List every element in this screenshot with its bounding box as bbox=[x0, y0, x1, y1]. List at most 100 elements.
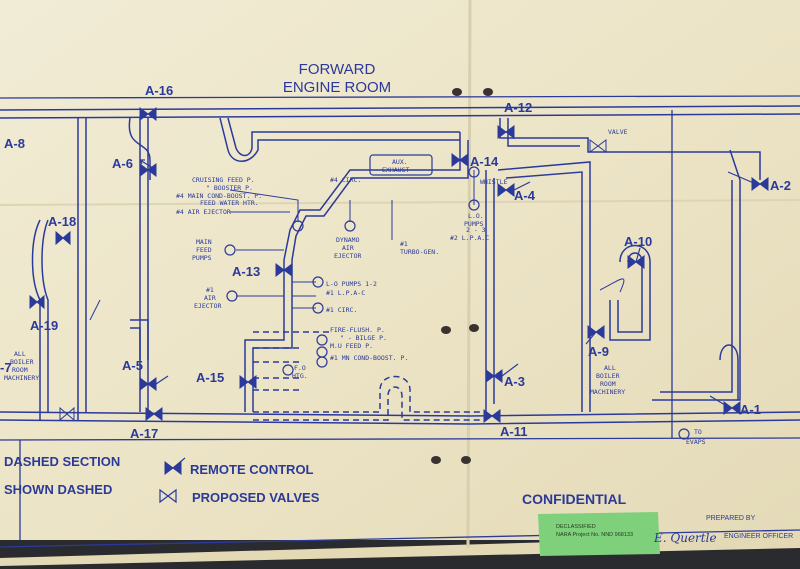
label-lo-pumps-2: PUMPS bbox=[464, 220, 484, 228]
label-boiler-r-1: ALL bbox=[604, 364, 616, 372]
valve-a11-icon bbox=[483, 409, 501, 423]
lo-pumps-symbol bbox=[468, 199, 480, 211]
title-forward: FORWARD bbox=[299, 61, 376, 78]
legend-proposed-icon bbox=[159, 488, 177, 504]
label-exhaust: EXHAUST bbox=[382, 166, 409, 174]
label-a16: A-16 bbox=[145, 83, 173, 98]
label-a19: A-19 bbox=[30, 318, 58, 333]
label-lo-pumps-1: L.O. bbox=[468, 212, 484, 220]
circ-1-symbol bbox=[312, 302, 324, 314]
label-boiler-l-2: BOILER bbox=[10, 358, 34, 366]
label-valve-pencil: VALVE bbox=[608, 128, 628, 136]
label-a10: A-10 bbox=[624, 234, 652, 249]
declassified-line2: NARA Project No. NND 968133 bbox=[556, 532, 633, 538]
valve-a1-icon bbox=[723, 401, 741, 415]
proposed-valve-left-icon bbox=[59, 406, 75, 422]
valve-a15-icon bbox=[239, 375, 257, 389]
legend-dashed-2: SHOWN DASHED bbox=[4, 482, 112, 497]
valve-a2-icon bbox=[751, 177, 769, 191]
label-to: TO bbox=[694, 428, 702, 436]
label-main-feed-1: MAIN bbox=[196, 238, 212, 246]
legend-dashed-1: DASHED SECTION bbox=[4, 454, 120, 469]
label-main-feed-3: PUMPS bbox=[192, 254, 212, 262]
label-feed-water: FEED WATER HTR. bbox=[200, 199, 259, 207]
label-aux: AUX. bbox=[392, 158, 408, 166]
label-lo-pumps-3: 2 - 3 bbox=[466, 226, 486, 234]
label-mu-feed: M.U FEED P. bbox=[330, 342, 373, 350]
valve-labels: A-8 A-16 A-6 A-18 A-19 A-5 A-17 A-13 A-1… bbox=[0, 83, 791, 441]
label-boiler-l-3: ROOM bbox=[12, 366, 28, 374]
label-mn-cond: #1 MN COND-BOOST. P. bbox=[330, 354, 408, 362]
label-a1: A-1 bbox=[740, 402, 761, 417]
label-turbo-2: TURBO-GEN. bbox=[400, 248, 439, 256]
valve-a5-icon bbox=[139, 377, 157, 391]
equipment-leaders bbox=[89, 170, 625, 321]
frame-lines bbox=[0, 95, 800, 548]
engineer-officer-label: ENGINEER OFFICER bbox=[724, 533, 793, 540]
label-a9: A-9 bbox=[588, 344, 609, 359]
valve-a3-icon bbox=[485, 369, 503, 383]
label-air-ej1-3: EJECTOR bbox=[194, 302, 221, 310]
label-a13: A-13 bbox=[232, 264, 260, 279]
whistle-symbol bbox=[468, 166, 480, 178]
label-evaps: EVAPS bbox=[686, 438, 706, 446]
label-a14: A-14 bbox=[470, 154, 499, 169]
label-main-feed-2: FEED bbox=[196, 246, 212, 254]
label-lpac-1: #1 L.P.A-C bbox=[326, 289, 365, 297]
label-lpac-2: #2 L.P.A.C bbox=[450, 234, 489, 242]
label-a7: -7 bbox=[0, 360, 12, 375]
valve-a18-icon bbox=[55, 230, 71, 246]
label-boiler-r-3: ROOM bbox=[600, 380, 616, 388]
label-turbo-1: #1 bbox=[400, 240, 408, 248]
air-ejector-1-symbol bbox=[226, 290, 238, 302]
label-a2: A-2 bbox=[770, 178, 791, 193]
label-fire-flush: FIRE-FLUSH. P. bbox=[330, 326, 385, 334]
dynamo-air-ejector-symbol bbox=[344, 220, 356, 232]
label-boiler-l-1: ALL bbox=[14, 350, 26, 358]
label-main-cond: #4 MAIN COND-BOOST. P. bbox=[176, 192, 262, 200]
paper-fold bbox=[466, 0, 472, 549]
label-a5: A-5 bbox=[122, 358, 143, 373]
label-htg: HTG. bbox=[292, 372, 308, 380]
fo-htg-symbol bbox=[282, 364, 294, 376]
prepared-by-label: PREPARED BY bbox=[706, 515, 756, 522]
valve-a4-icon bbox=[497, 183, 515, 197]
label-air-ejector-4: #4 AIR EJECTOR bbox=[176, 208, 231, 216]
label-a17: A-17 bbox=[130, 426, 158, 441]
valve-a17-icon bbox=[145, 407, 163, 421]
air-ejector-4-symbol bbox=[292, 220, 304, 232]
label-whistle: WHISTLE bbox=[480, 178, 507, 186]
mn-cond-symbol bbox=[316, 356, 328, 368]
label-a6: A-6 bbox=[112, 156, 133, 171]
label-dynamo-2: AIR bbox=[342, 244, 354, 252]
label-cruising-feed: CRUISING FEED P. bbox=[192, 176, 255, 184]
label-a11: A-11 bbox=[500, 424, 527, 439]
label-fo: F.O bbox=[294, 364, 306, 372]
valve-a14-icon bbox=[451, 153, 469, 167]
fire-flush-symbol bbox=[316, 334, 328, 346]
label-boiler-r-2: BOILER bbox=[596, 372, 620, 380]
signature: E. Quertle bbox=[653, 531, 717, 545]
valve-a19-icon bbox=[29, 294, 45, 310]
label-lo-pumps-12: L-O PUMPS 1-2 bbox=[326, 280, 377, 288]
equipment-symbols bbox=[224, 154, 690, 440]
label-a4: A-4 bbox=[514, 188, 536, 203]
valve-a13-icon bbox=[275, 263, 293, 277]
paper-fold-horizontal bbox=[0, 199, 800, 206]
valve-a16-icon bbox=[139, 107, 157, 121]
title-engine-room: ENGINE ROOM bbox=[283, 79, 391, 96]
label-a12: A-12 bbox=[504, 100, 532, 115]
label-a15: A-15 bbox=[196, 370, 224, 385]
remote-arrows bbox=[139, 159, 757, 409]
aux-exhaust-box bbox=[369, 154, 433, 176]
lo-pumps-12-symbol bbox=[312, 276, 324, 288]
label-circ-4: #4 CIRC. bbox=[330, 176, 361, 184]
legend-remote-arrow-icon bbox=[172, 457, 186, 469]
proposed-valves bbox=[59, 139, 607, 422]
label-air-ej1-1: #1 bbox=[206, 286, 214, 294]
equipment-labels: CRUISING FEED P. " BOOSTER P. #4 MAIN CO… bbox=[4, 128, 706, 446]
label-booster: " BOOSTER P. bbox=[206, 184, 253, 192]
